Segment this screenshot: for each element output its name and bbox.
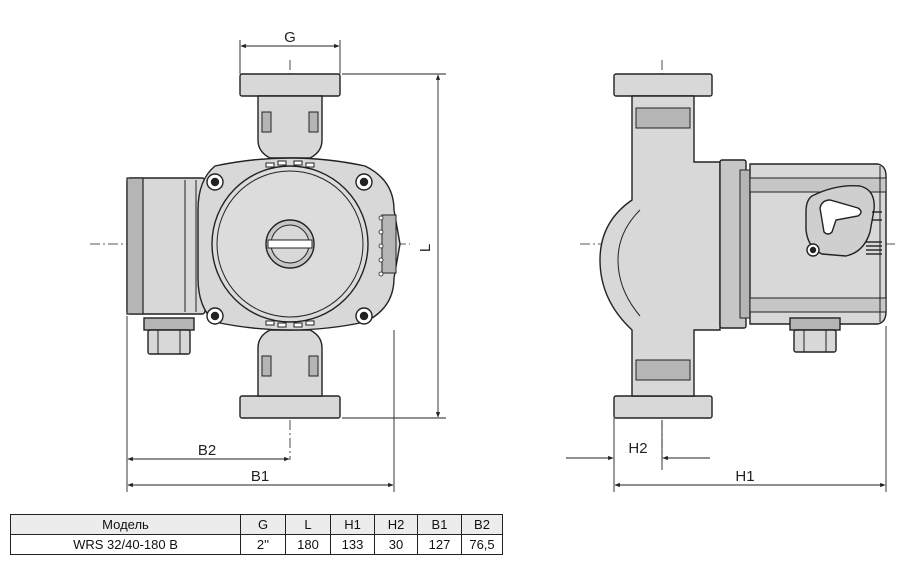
dimension-label-l: L [417,244,434,252]
cell-b2: 76,5 [461,534,503,555]
cell-b1: 127 [417,534,462,555]
header-h1: H1 [330,514,375,535]
cell-h2: 30 [374,534,418,555]
panel-indicator-lines [866,211,882,255]
cable-gland [143,317,195,331]
dimension-label-h2: H2 [628,440,647,457]
cell-l: 180 [285,534,331,555]
dimension-label-b1: B1 [251,468,269,485]
header-model: Модель [10,514,241,535]
dimension-label-b2: B2 [198,442,216,459]
cell-h1: 133 [330,534,375,555]
pump-body [599,95,721,397]
front-view [90,60,410,460]
bottom-flange [239,395,341,419]
table-header-row: Модель G L H1 H2 B1 B2 [10,514,503,535]
dimension-label-h1: H1 [735,468,754,485]
side-top-flange [613,73,713,97]
top-flange [239,73,341,97]
cell-model: WRS 32/40-180 B [10,534,241,555]
header-g: G [240,514,286,535]
header-l: L [285,514,331,535]
header-h2: H2 [374,514,418,535]
speed-selector-knob [819,199,862,235]
cell-g: 2'' [240,534,286,555]
mounting-bolts [206,173,373,325]
side-view [580,60,895,460]
side-cable-gland [789,317,841,331]
side-bottom-flange [613,395,713,419]
side-dimensions [566,326,887,492]
header-b2: B2 [461,514,503,535]
pump-technical-drawing: G L B2 B1 [90,29,895,492]
dimension-label-g: G [284,29,296,46]
front-dimensions [126,40,446,492]
table-row: WRS 32/40-180 B 2'' 180 133 30 127 76,5 [10,534,503,555]
header-b1: B1 [417,514,462,535]
specification-table: Модель G L H1 H2 B1 B2 WRS 32/40-180 B 2… [10,514,503,555]
